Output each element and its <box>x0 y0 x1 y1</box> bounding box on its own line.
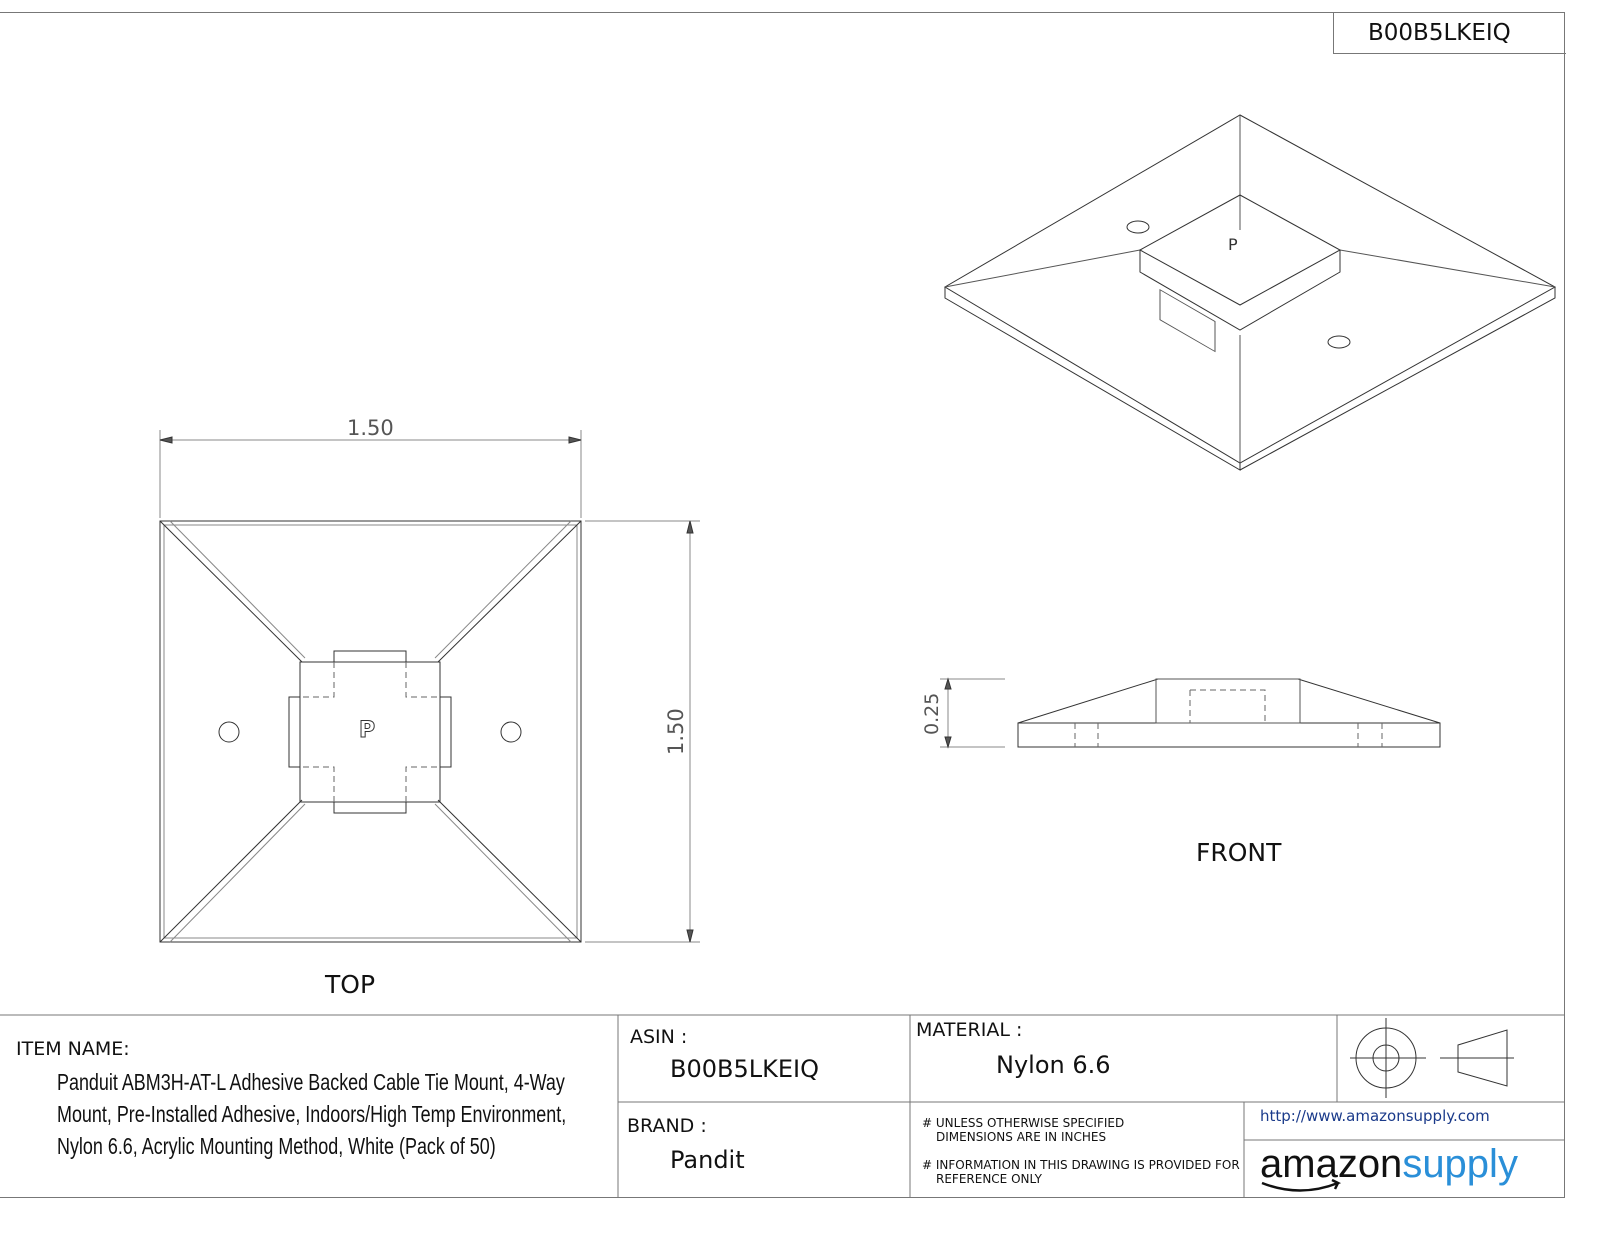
material-value: Nylon 6.6 <box>996 1051 1111 1079</box>
top-view-label: TOP <box>325 970 376 999</box>
asin-header-box <box>1333 12 1566 54</box>
title-block-grid <box>0 1014 1565 1198</box>
brand-label: BRAND : <box>627 1115 707 1137</box>
note-line: # UNLESS OTHERWISE SPECIFIED <box>922 1116 1125 1130</box>
width-dimension: 1.50 <box>347 416 394 440</box>
brand-value: Pandit <box>670 1146 745 1174</box>
note-line: REFERENCE ONLY <box>936 1172 1042 1186</box>
panduit-logo-mark: P <box>358 718 376 744</box>
asin-value: B00B5LKEIQ <box>670 1055 819 1083</box>
logo-text-amazon: amazon <box>1260 1142 1403 1186</box>
website-link[interactable]: http://www.amazonsupply.com <box>1260 1107 1490 1125</box>
projection-symbol-icon <box>1350 1018 1514 1098</box>
height-dimension: 1.50 <box>664 708 688 755</box>
asin-header-text: B00B5LKEIQ <box>1368 20 1511 46</box>
svg-text:P: P <box>1228 235 1238 254</box>
item-name-line: Panduit ABM3H-AT-L Adhesive Backed Cable… <box>57 1069 565 1095</box>
top-view <box>159 430 700 943</box>
note-line: # INFORMATION IN THIS DRAWING IS PROVIDE… <box>922 1158 1240 1172</box>
thickness-dimension: 0.25 <box>921 692 943 735</box>
asin-label: ASIN : <box>630 1026 688 1048</box>
amazonsupply-logo: amazonsupply <box>1260 1140 1518 1188</box>
note-units: # UNLESS OTHERWISE SPECIFIED DIMENSIONS … <box>922 1116 1124 1144</box>
item-name-line: Nylon 6.6, Acrylic Mounting Method, Whit… <box>57 1133 496 1159</box>
material-label: MATERIAL : <box>916 1019 1023 1041</box>
isometric-view: P <box>944 114 1557 471</box>
item-name-line: Mount, Pre-Installed Adhesive, Indoors/H… <box>57 1101 567 1127</box>
front-view-label: FRONT <box>1196 838 1282 867</box>
note-line: DIMENSIONS ARE IN INCHES <box>936 1130 1107 1144</box>
drawing-frame <box>0 12 1565 1198</box>
front-view <box>940 677 1441 749</box>
logo-text-supply: supply <box>1402 1142 1518 1186</box>
amazon-smile-icon <box>1261 1178 1342 1192</box>
item-name-label: ITEM NAME: <box>16 1038 130 1060</box>
note-reference: # INFORMATION IN THIS DRAWING IS PROVIDE… <box>922 1158 1240 1186</box>
